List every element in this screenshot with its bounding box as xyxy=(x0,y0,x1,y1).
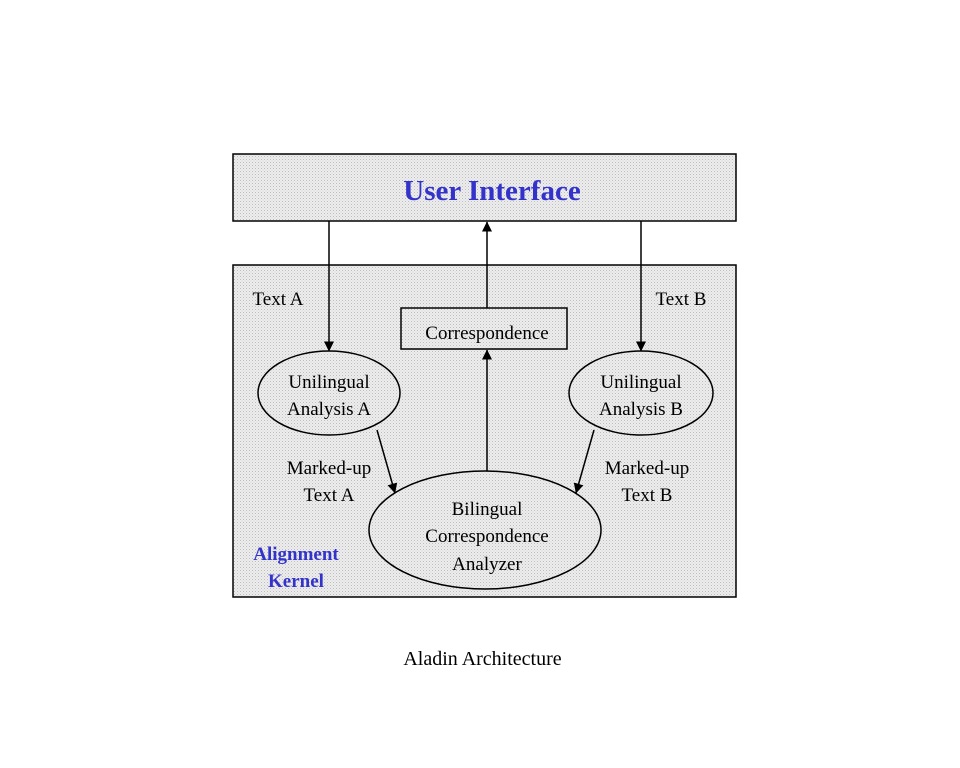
unilingual-analysis-b-node xyxy=(568,350,714,436)
bilingual-analyzer-label: Bilingual xyxy=(452,499,523,520)
bilingual-analyzer-label-line2: Correspondence xyxy=(425,526,548,547)
user-interface-title: User Interface xyxy=(403,175,581,207)
unilingual-analysis-b-label-line2: Analysis B xyxy=(599,399,683,420)
unilingual-analysis-a-label-line2: Analysis A xyxy=(287,399,371,420)
edge-label-text-b: Text B xyxy=(656,289,707,310)
edge-label-marked-up-b: Marked-up xyxy=(605,458,689,479)
unilingual-analysis-b-label: Unilingual xyxy=(600,372,681,393)
correspondence-label: Correspondence xyxy=(425,323,548,344)
alignment-kernel-label-line2: Kernel xyxy=(268,571,324,592)
user-interface-box xyxy=(232,153,737,222)
bilingual-analyzer-node xyxy=(368,470,602,590)
edge-label-marked-up-b-line2: Text B xyxy=(622,485,673,506)
bilingual-analyzer-label-line3: Analyzer xyxy=(452,554,522,575)
figure-caption: Aladin Architecture xyxy=(403,648,562,670)
correspondence-box xyxy=(400,307,568,350)
edge-label-marked-up-a-line2: Text A xyxy=(304,485,355,506)
edge-label-marked-up-a: Marked-up xyxy=(287,458,371,479)
arrow-unilingual-b-to-analyzer xyxy=(573,429,595,494)
edge-label-text-a: Text A xyxy=(253,289,304,310)
alignment-kernel-label: Alignment xyxy=(253,544,339,565)
unilingual-analysis-a-node xyxy=(257,350,401,436)
arrow-unilingual-a-to-analyzer xyxy=(376,429,398,494)
unilingual-analysis-a-label: Unilingual xyxy=(288,372,369,393)
